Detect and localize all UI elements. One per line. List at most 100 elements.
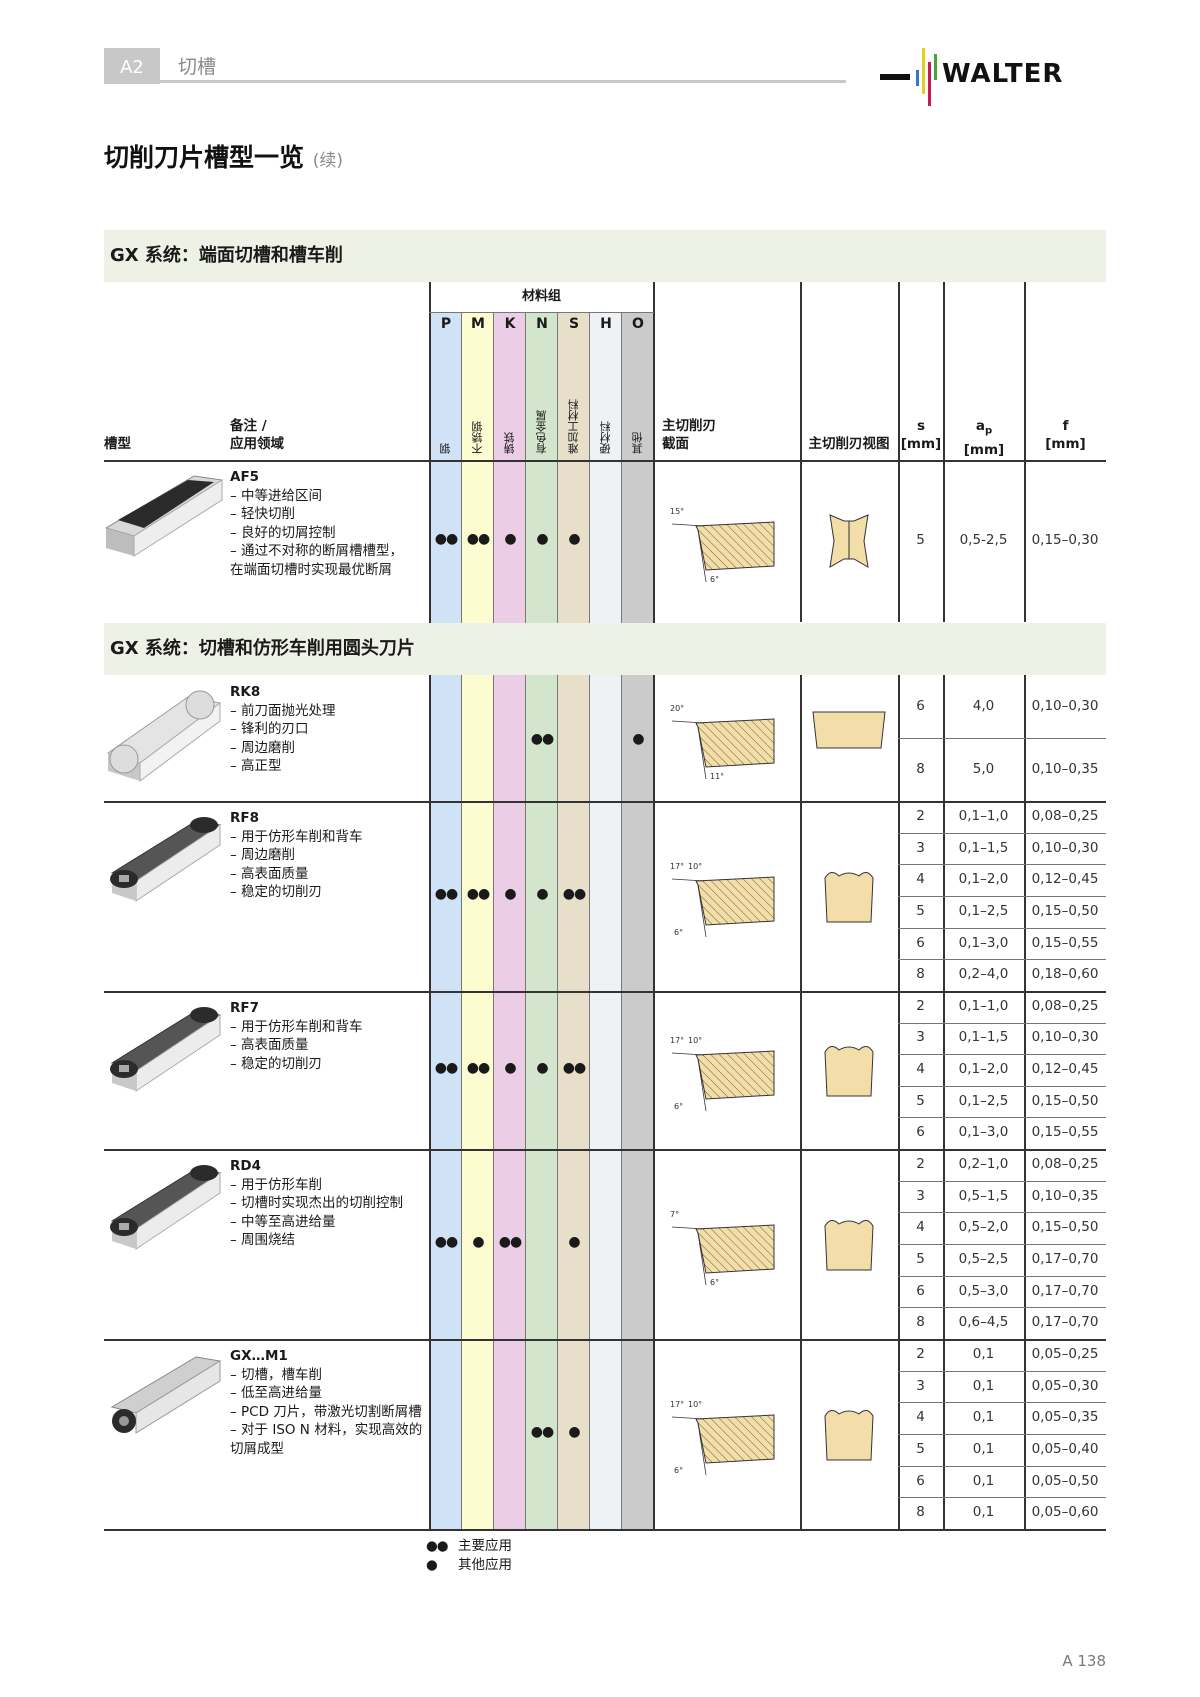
cell-s: 4	[916, 1061, 925, 1077]
cell-f: 0,08–0,25	[1031, 997, 1099, 1014]
cell-ap: 0,2–4,0	[958, 966, 1009, 983]
svg-text:6°: 6°	[710, 1278, 719, 1287]
cell-s: 6	[916, 1124, 925, 1141]
legend-item-main: ●●主要应用	[426, 1537, 512, 1556]
cell-ap: 0,6–4,5	[958, 1314, 1009, 1331]
material-dot-m: ●●	[466, 531, 490, 547]
col-header-type: 槽型	[104, 436, 131, 452]
material-letter-p: P	[440, 316, 452, 332]
cell-f: 0,15–0,30	[1031, 532, 1099, 548]
size-row-divider	[898, 1497, 1106, 1499]
cell-ap: 5,0	[972, 760, 995, 777]
material-column-o	[622, 312, 654, 1529]
insert-code: RF8	[230, 810, 260, 826]
col-header-ap: ap [mm]	[944, 417, 1024, 459]
cell-s: 5	[916, 532, 925, 548]
note-item: – PCD 刀片，带激光切割断屑槽	[230, 1403, 422, 1420]
size-row-divider	[898, 896, 1106, 897]
insert-code: RF7	[230, 1000, 260, 1016]
svg-text:6°: 6°	[674, 1102, 683, 1111]
column-divider	[898, 282, 900, 622]
row-divider	[104, 1339, 1106, 1341]
material-column-p	[430, 312, 462, 1529]
material-column-h	[590, 312, 622, 1529]
col-header-f-unit: [mm]	[1045, 436, 1086, 452]
column-divider	[1024, 282, 1026, 622]
material-group-divider	[429, 312, 654, 313]
column-divider	[525, 312, 526, 1529]
size-row-divider	[898, 1085, 1106, 1087]
material-letter-m: M	[471, 316, 485, 332]
cell-ap: 0,1–2,0	[958, 871, 1009, 888]
cell-ap: 0,5–2,0	[958, 1219, 1009, 1236]
page-number: A 138	[1062, 1652, 1106, 1670]
cell-s: 5	[916, 1092, 925, 1109]
cell-s: 8	[916, 966, 925, 983]
chapter-tab: A2	[104, 48, 160, 84]
cell-s: 2	[916, 807, 925, 824]
cell-f: 0,10–0,30	[1031, 839, 1099, 856]
material-dot-m: ●●	[466, 1060, 490, 1076]
column-divider	[461, 312, 462, 1529]
svg-text:17°: 17°	[670, 862, 684, 871]
note-item: – 用于仿形车削	[230, 1176, 323, 1193]
material-letter-h: H	[600, 316, 612, 332]
cell-ap: 0,1	[972, 1345, 995, 1362]
legend-label-other: 其他应用	[458, 1557, 512, 1573]
cell-ap: 0,1–1,0	[958, 807, 1009, 824]
section-bar-round-inserts: GX 系统：切槽和仿形车削用圆头刀片	[104, 623, 1106, 675]
cell-ap: 0,1–1,0	[958, 997, 1009, 1014]
material-column-k	[494, 312, 526, 1529]
cell-f: 0,17–0,70	[1031, 1250, 1099, 1267]
material-dot-m: ●	[472, 1234, 484, 1250]
note-item: – 稳定的切削刃	[230, 884, 323, 900]
cell-ap: 0,5–3,0	[958, 1282, 1009, 1299]
note-item: – 周边磨削	[230, 739, 296, 756]
material-dot-s: ●●	[562, 1060, 586, 1076]
cutting-edge-view-diagram	[821, 866, 877, 930]
cell-ap: 0,2–1,0	[958, 1155, 1009, 1172]
cutting-edge-view-diagram	[821, 1040, 877, 1104]
cutting-edge-section-diagram: 17° 10°6°	[664, 1389, 784, 1483]
size-row-divider	[898, 1212, 1106, 1214]
cell-s: 4	[916, 1409, 925, 1426]
size-row-divider	[898, 1402, 1106, 1404]
table-bottom-border	[104, 1529, 1106, 1531]
svg-text:10°: 10°	[688, 862, 702, 871]
section-bar-face-grooving: GX 系统：端面切槽和槽车削	[104, 230, 1106, 282]
insert-image-rd4	[104, 1157, 224, 1261]
cell-f: 0,08–0,25	[1031, 807, 1099, 824]
insert-image-rk8	[104, 683, 224, 787]
material-letter-s: S	[568, 316, 580, 332]
cell-s: 4	[916, 1219, 925, 1236]
cell-ap: 0,1–3,0	[958, 934, 1009, 951]
cell-ap: 0,1	[972, 1504, 995, 1521]
note-item: – 周围烧结	[230, 1232, 296, 1248]
note-item: – 中等进给区间	[230, 487, 323, 504]
size-row-divider	[898, 738, 1106, 739]
cell-f: 0,12–0,45	[1031, 1061, 1099, 1077]
cell-s: 5	[916, 1250, 925, 1267]
cell-f: 0,05–0,30	[1031, 1377, 1099, 1394]
walter-logo-icon: WALTER	[880, 48, 1063, 106]
row-divider	[104, 991, 1106, 993]
size-row-divider	[898, 1180, 1106, 1182]
cell-f: 0,05–0,40	[1031, 1440, 1099, 1457]
cell-f: 0,10–0,30	[1031, 697, 1099, 714]
material-letter-k: K	[504, 316, 516, 332]
column-divider	[943, 282, 945, 622]
cell-s: 6	[916, 1282, 925, 1299]
insert-image-rf7	[104, 999, 224, 1103]
svg-text:WALTER: WALTER	[942, 59, 1063, 89]
cell-f: 0,17–0,70	[1031, 1282, 1099, 1299]
material-dot-p: ●●	[434, 1060, 458, 1076]
cell-ap: 0,1–2,0	[958, 1061, 1009, 1077]
column-divider	[493, 312, 494, 1529]
cell-s: 2	[916, 1345, 925, 1362]
size-row-divider	[898, 1434, 1106, 1435]
cell-f: 0,05–0,25	[1031, 1345, 1099, 1362]
material-dot-n: ●	[536, 1060, 548, 1076]
size-row-divider	[898, 1370, 1106, 1372]
column-divider	[557, 312, 558, 1529]
insert-code: AF5	[230, 469, 260, 485]
